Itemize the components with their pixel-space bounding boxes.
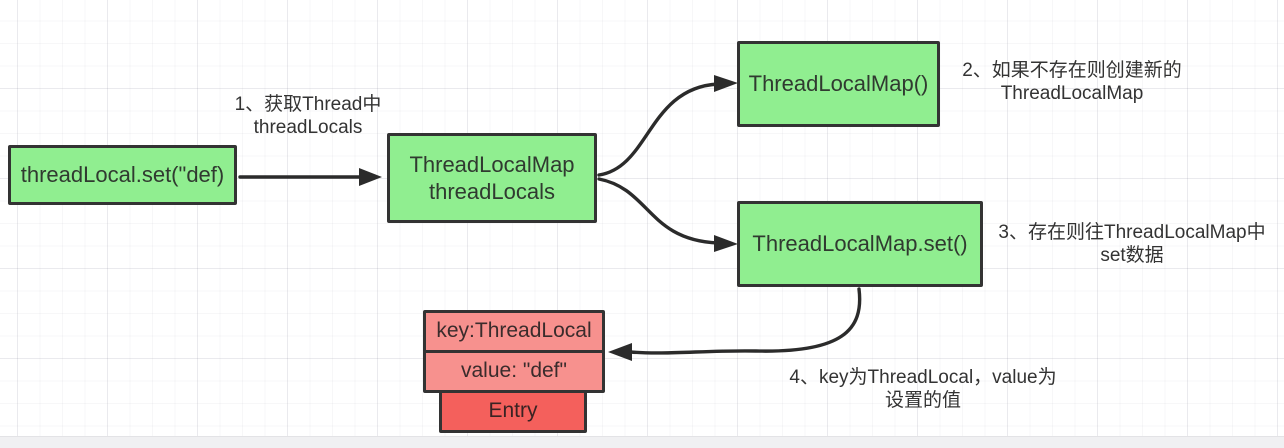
node-threadlocalmap-set-label: ThreadLocalMap.set() — [752, 231, 968, 257]
node-entry-value[interactable]: value: "def" — [423, 350, 605, 393]
node-threadlocal-set-label: threadLocal.set("def) — [20, 162, 225, 188]
annotation-step4-line1: 4、key为ThreadLocal，value为 — [789, 367, 1057, 388]
annotation-step3: 3、存在则往ThreadLocalMap中 set数据 — [980, 221, 1284, 267]
node-entry-value-label: value: "def" — [461, 359, 567, 383]
annotation-step2: 2、如果不存在则创建新的 ThreadLocalMap — [942, 59, 1202, 105]
node-threadlocalmap-line1: ThreadLocalMap — [409, 151, 575, 177]
node-threadlocalmap-constructor[interactable]: ThreadLocalMap() — [737, 41, 940, 127]
annotation-step3-line1: 3、存在则往ThreadLocalMap中 — [998, 222, 1266, 243]
annotation-step4-line2: 设置的值 — [884, 390, 961, 411]
node-entry[interactable]: Entry — [439, 390, 587, 433]
annotation-step3-line2: set数据 — [1100, 245, 1164, 266]
annotation-step2-line1: 2、如果不存在则创建新的 — [962, 60, 1182, 81]
arrow-map-to-ctor — [597, 75, 738, 177]
annotation-step1-line2: threadLocals — [253, 117, 363, 138]
node-entry-label: Entry — [488, 399, 538, 423]
annotation-step4: 4、key为ThreadLocal，value为 设置的值 — [758, 366, 1088, 412]
node-threadlocalmap-set[interactable]: ThreadLocalMap.set() — [737, 201, 983, 287]
annotation-step2-line2: ThreadLocalMap — [1000, 83, 1144, 104]
arrow-set-to-map — [238, 168, 382, 186]
arrow-map-to-mapset — [597, 177, 738, 252]
annotation-step1-line1: 1、获取Thread中 — [234, 94, 382, 115]
node-threadlocalmap-constructor-label: ThreadLocalMap() — [748, 71, 929, 97]
bottom-scroll-gutter — [0, 436, 1284, 448]
node-entry-key[interactable]: key:ThreadLocal — [423, 310, 605, 353]
node-threadlocalmap-threadlocals[interactable]: ThreadLocalMap threadLocals — [387, 133, 597, 223]
annotation-step1: 1、获取Thread中 threadLocals — [218, 93, 398, 139]
node-entry-key-label: key:ThreadLocal — [436, 319, 592, 343]
node-threadlocal-set[interactable]: threadLocal.set("def) — [8, 145, 237, 205]
arrow-mapset-to-entry — [608, 287, 862, 361]
node-threadlocalmap-line2: threadLocals — [429, 179, 555, 204]
